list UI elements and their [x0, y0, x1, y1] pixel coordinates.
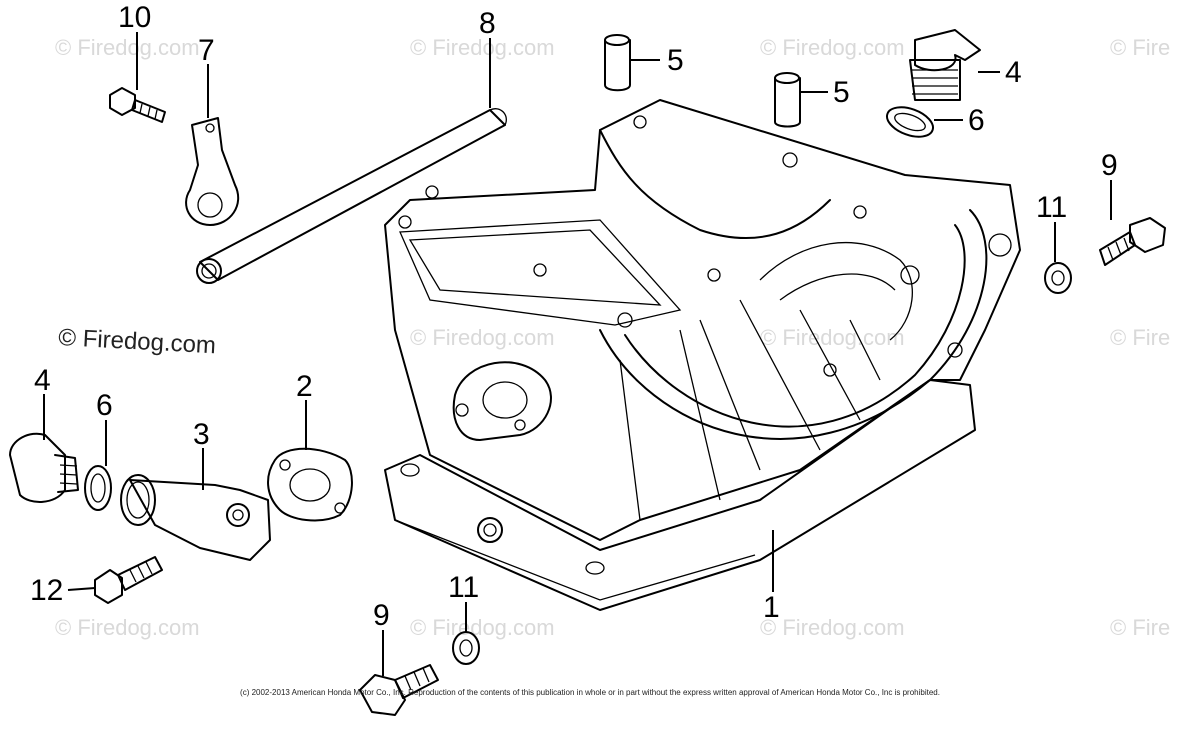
callout-6b: 6: [96, 389, 113, 422]
washer-part-6-top: [886, 106, 934, 138]
oil-cap-part-4-top: [909, 29, 981, 101]
o-ring-part-6-left: [84, 465, 112, 511]
callout-2: 2: [296, 370, 313, 403]
callout-4a: 4: [1005, 56, 1022, 89]
callout-labels: 10 7 8 5 5 4 6 9 11 4 6 3 2 12 11 9 1: [30, 1, 1118, 632]
bolt-part-9-bottom: [359, 664, 439, 716]
leader-lines: [43, 32, 1112, 676]
callout-5b: 5: [833, 76, 850, 109]
callout-7: 7: [198, 34, 215, 67]
callout-11b: 11: [448, 571, 479, 604]
callout-3: 3: [193, 418, 210, 451]
watermark: © Firedog.com: [410, 35, 555, 60]
watermark: © Fire: [1110, 615, 1170, 640]
callout-9a: 9: [1101, 149, 1118, 182]
callout-12: 12: [30, 574, 63, 607]
dowel-parts-5: [604, 34, 801, 128]
callout-10: 10: [118, 1, 151, 34]
callout-8: 8: [479, 7, 496, 40]
pipe-part-8: [196, 108, 507, 284]
callout-4b: 4: [34, 364, 51, 397]
callout-5a: 5: [667, 44, 684, 77]
copyright-notice: (c) 2002-2013 American Honda Motor Co., …: [240, 688, 940, 697]
watermark: © Firedog.com: [55, 35, 200, 60]
washer-part-11-right: [1044, 262, 1072, 294]
watermark: © Firedog.com: [410, 325, 555, 350]
watermark: © Firedog.com: [410, 615, 555, 640]
bolt-part-10: [109, 87, 166, 123]
watermark-layer: © Firedog.com © Firedog.com © Firedog.co…: [55, 35, 1170, 640]
callout-9b: 9: [373, 599, 390, 632]
watermark-dark: © Firedog.com: [58, 324, 217, 359]
watermark: © Firedog.com: [760, 35, 905, 60]
watermark: © Firedog.com: [55, 615, 200, 640]
crankcase-part-1: [384, 99, 1021, 611]
bracket-part-7: [185, 117, 240, 226]
gasket-part-2: [267, 447, 353, 522]
watermark: © Firedog.com: [760, 325, 905, 350]
watermark: © Fire: [1110, 35, 1170, 60]
bolt-part-12: [94, 556, 163, 604]
bolt-part-9-right: [1099, 217, 1166, 266]
watermark: © Fire: [1110, 325, 1170, 350]
callout-11a: 11: [1036, 191, 1067, 224]
tube-part-3: [120, 474, 271, 561]
callout-1: 1: [763, 591, 780, 624]
callout-6a: 6: [968, 104, 985, 137]
oil-cap-part-4-left: [9, 432, 79, 503]
watermark: © Firedog.com: [760, 615, 905, 640]
